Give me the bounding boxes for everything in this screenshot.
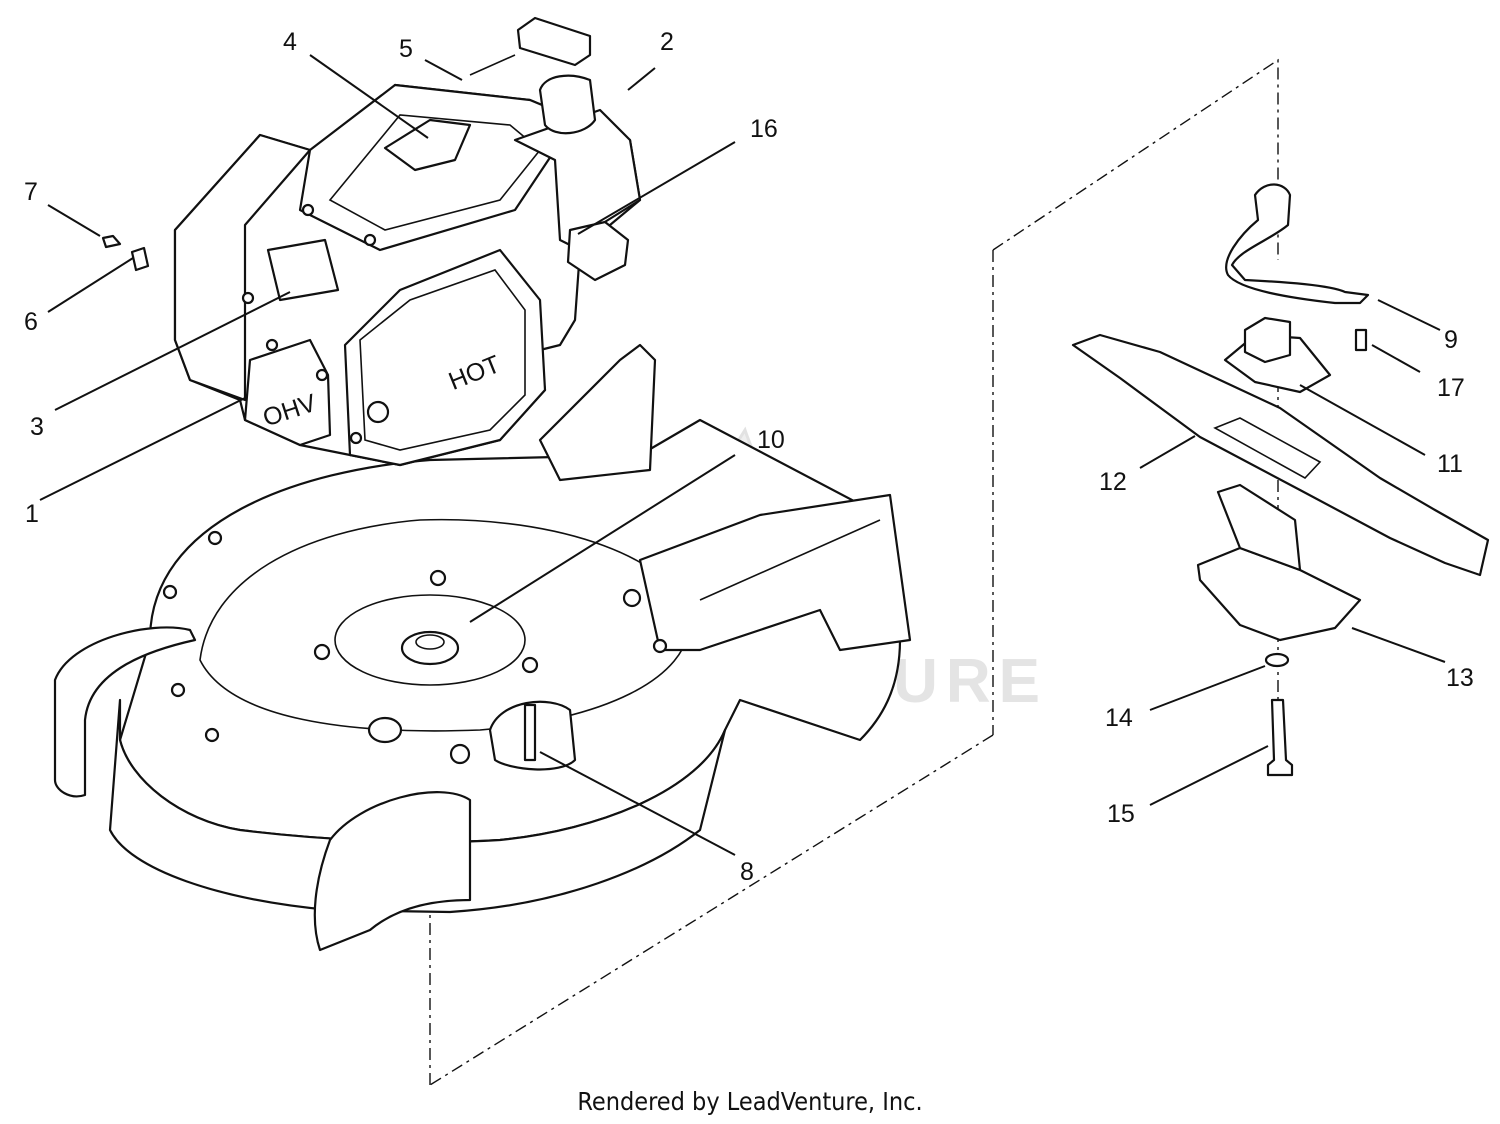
engine-pulley bbox=[400, 630, 460, 666]
engine-pulley-hub bbox=[415, 634, 445, 650]
front-bumper-right bbox=[313, 791, 472, 952]
callout-4: 4 bbox=[283, 28, 297, 56]
deck-bolt-8 bbox=[523, 703, 537, 762]
engine-fasteners bbox=[241, 203, 377, 445]
callout-9: 9 bbox=[1444, 326, 1458, 354]
callout-13: 13 bbox=[1446, 664, 1474, 692]
callout-2: 2 bbox=[660, 28, 674, 56]
deck-fasteners bbox=[162, 530, 668, 765]
washer-14 bbox=[1264, 652, 1290, 668]
front-bumper-left bbox=[53, 626, 197, 798]
muffler-shield-slats bbox=[359, 269, 526, 451]
ohv-valve-cover bbox=[243, 338, 332, 447]
footer-credit: Rendered by LeadVenture, Inc. bbox=[577, 1087, 922, 1116]
rear-chassis-bar bbox=[699, 519, 881, 601]
clip-6 bbox=[130, 246, 150, 272]
callout-6: 6 bbox=[24, 308, 38, 336]
shield-bolt bbox=[366, 400, 390, 424]
engine-label-plate bbox=[266, 238, 340, 302]
blade-adapter-hub bbox=[1243, 316, 1292, 364]
callout-16: 16 bbox=[750, 115, 778, 143]
callout-11: 11 bbox=[1437, 450, 1463, 478]
blade-assembly bbox=[1071, 183, 1490, 777]
callout-7: 7 bbox=[24, 178, 38, 206]
recoil-cover-center bbox=[383, 118, 472, 172]
callout-3: 3 bbox=[30, 413, 44, 441]
deck-skirt bbox=[108, 698, 727, 914]
deck-center-plate bbox=[334, 594, 526, 686]
callout-8: 8 bbox=[740, 858, 754, 886]
mower-deck bbox=[53, 343, 912, 952]
engine-mount-bracket bbox=[538, 343, 657, 482]
mulching-baffle-wing bbox=[1216, 483, 1302, 572]
muffler-shield bbox=[343, 248, 547, 467]
fasteners-6-7 bbox=[101, 234, 150, 272]
screw-17 bbox=[1354, 328, 1368, 352]
callout-10: 10 bbox=[757, 426, 785, 454]
starter-rope bbox=[469, 54, 516, 76]
callout-15: 15 bbox=[1107, 800, 1135, 828]
blade-center-slot bbox=[1213, 417, 1322, 480]
leader-lines bbox=[39, 54, 1446, 856]
deck-housing bbox=[118, 418, 902, 844]
callout-17: 17 bbox=[1437, 374, 1465, 402]
callout-1: 1 bbox=[25, 500, 39, 528]
callout-14: 14 bbox=[1105, 704, 1133, 732]
callout-12: 12 bbox=[1099, 468, 1127, 496]
screw-7 bbox=[101, 234, 122, 249]
rear-chassis bbox=[638, 493, 912, 652]
fuel-cap bbox=[538, 74, 597, 135]
starter-grip bbox=[516, 16, 592, 67]
callout-5: 5 bbox=[399, 35, 413, 63]
callouts: 1 2 3 4 5 6 7 8 9 10 11 12 13 14 15 16 1… bbox=[24, 28, 1474, 886]
oil-fill-cap-16 bbox=[566, 220, 630, 282]
blade-12 bbox=[1071, 333, 1490, 577]
bail-bracket-9 bbox=[1225, 183, 1370, 305]
blade-bolt-15 bbox=[1266, 698, 1294, 777]
